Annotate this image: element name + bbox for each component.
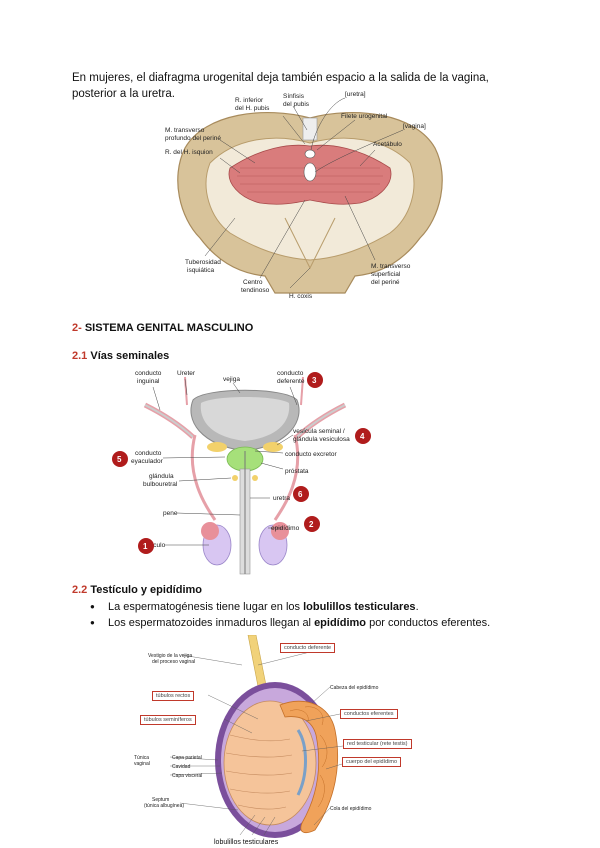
label-filete: Filete urogenital (341, 113, 388, 120)
label-cond-def1: conducto (277, 370, 304, 377)
label-pubis: del pubis (283, 101, 310, 108)
label-pene: pene (163, 510, 178, 517)
label-cond-eya1: conducto (135, 450, 162, 457)
label-cabeza: Cabeza del epidídimo (330, 685, 379, 691)
label-acetabulo: Acetábulo (373, 141, 402, 148)
label-capa-par: Capa parietal (172, 755, 202, 761)
svg-text:2: 2 (309, 520, 314, 529)
badge-6: 6 (293, 486, 309, 502)
label-vesicula2: glándula vesiculosa (293, 436, 350, 443)
label-lobulillos: lobulillos testiculares (214, 839, 279, 846)
label-capa-vis: Capa visceral (172, 773, 202, 779)
label-cola: Cola del epidídimo (330, 806, 372, 812)
testis-drawing: Vestigio de la vejiga del proceso vagina… (134, 635, 379, 846)
section-2-2-title: Testículo y epidídimo (90, 584, 203, 596)
section-2-title: SISTEMA GENITAL MASCULINO (84, 322, 254, 334)
label-vagina: [vagina] (403, 123, 426, 130)
label-vesicula1: vesícula seminal / (293, 428, 345, 435)
section-2-1-title: Vías seminales (90, 350, 170, 362)
label-mtrans2: profundo del periné (165, 135, 221, 142)
label-tunica1: Túnica (134, 755, 149, 761)
label-uretra: uretra (273, 495, 290, 502)
label-cond-exc: conducto excretor (285, 451, 338, 458)
svg-text:5: 5 (117, 455, 122, 464)
svg-text:1: 1 (143, 542, 148, 551)
label-vestigio1: Vestigio de la vejiga (148, 653, 192, 659)
label-epididimo: epidídimo (271, 525, 300, 532)
label-uretra: [uretra] (345, 91, 366, 98)
label-centro2: tendinoso (241, 287, 270, 294)
section-2-heading: 2- SISTEMA GENITAL MASCULINO (72, 322, 253, 334)
bullet-list: La espermatogénesis tiene lugar en los l… (90, 599, 530, 631)
box-deferente: conducto deferente (280, 643, 336, 653)
label-tuber1: Tuberosidad (185, 259, 221, 266)
label-cavidad: Cavidad (172, 764, 191, 770)
label-rhisq: R. del H. isquion (165, 149, 213, 156)
bullet-item: La espermatogénesis tiene lugar en los l… (90, 599, 530, 615)
badge-2: 2 (304, 516, 320, 532)
section-2-2-heading: 2.2 Testículo y epidídimo (72, 584, 202, 596)
pelvis-figure: Sínfisis del pubis R. inferior del H. pu… (165, 91, 443, 300)
svg-text:3: 3 (312, 376, 317, 385)
label-sinfisis: Sínfisis (283, 93, 305, 100)
label-msup3: del periné (371, 279, 400, 286)
label-vestigio2: del proceso vaginal (152, 659, 195, 665)
box-red: red testicular (rete testis) (343, 739, 412, 749)
label-msup1: M. transverso (371, 263, 411, 270)
intro-paragraph: En mujeres, el diafragma urogenital deja… (72, 72, 489, 100)
label-cond-ing1: conducto (135, 370, 162, 377)
section-2-1-number: 2.1 (72, 350, 88, 362)
label-cond-ing2: inguinal (137, 378, 160, 385)
badge-3: 3 (307, 372, 323, 388)
label-centro1: Centro (243, 279, 263, 286)
label-mtrans1: M. transverso (165, 127, 205, 134)
label-hcoxis: H. coxis (289, 293, 313, 300)
label-delhpubis: del H. pubis (235, 105, 270, 112)
label-ureter-top: Ureter (177, 370, 196, 377)
svg-text:4: 4 (360, 432, 365, 441)
section-2-2-number: 2.2 (72, 584, 88, 596)
box-cuerpo: cuerpo del epidídimo (342, 757, 402, 767)
svg-text:6: 6 (298, 490, 303, 499)
label-septum2: (túnica albugínea) (144, 803, 184, 809)
label-cond-eya2: eyaculador (131, 458, 164, 465)
label-glandula1: glándula (149, 473, 174, 480)
badge-5: 5 (112, 451, 128, 467)
label-tunica2: vaginal (134, 761, 150, 767)
badge-1: 1 (138, 538, 154, 554)
label-rinferior: R. inferior (235, 97, 264, 104)
seminal-pathways-figure: conducto inguinal Ureter vejiga conducto… (112, 370, 371, 575)
testis-figure: Vestigio de la vejiga del proceso vagina… (130, 635, 430, 847)
badge-4: 4 (355, 428, 371, 444)
label-tuber2: isquiática (187, 267, 214, 274)
label-prostata: próstata (285, 468, 309, 475)
section-2-number: 2- (72, 322, 82, 334)
bullet-item: Los espermatozoides inmaduros llegan al … (90, 615, 530, 631)
box-eferentes: conductos eferentes (340, 709, 398, 719)
box-seminiferos: túbulos seminíferos (140, 715, 196, 725)
label-cond-def2: deferente (277, 378, 305, 385)
label-septum1: Septum (152, 797, 169, 803)
box-rectos: túbulos rectos (152, 691, 195, 701)
label-glandula2: bulbouretral (143, 481, 178, 488)
label-vejiga: vejiga (223, 376, 240, 383)
label-msup2: superficial (371, 271, 401, 278)
section-2-1-heading: 2.1 Vías seminales (72, 350, 169, 362)
